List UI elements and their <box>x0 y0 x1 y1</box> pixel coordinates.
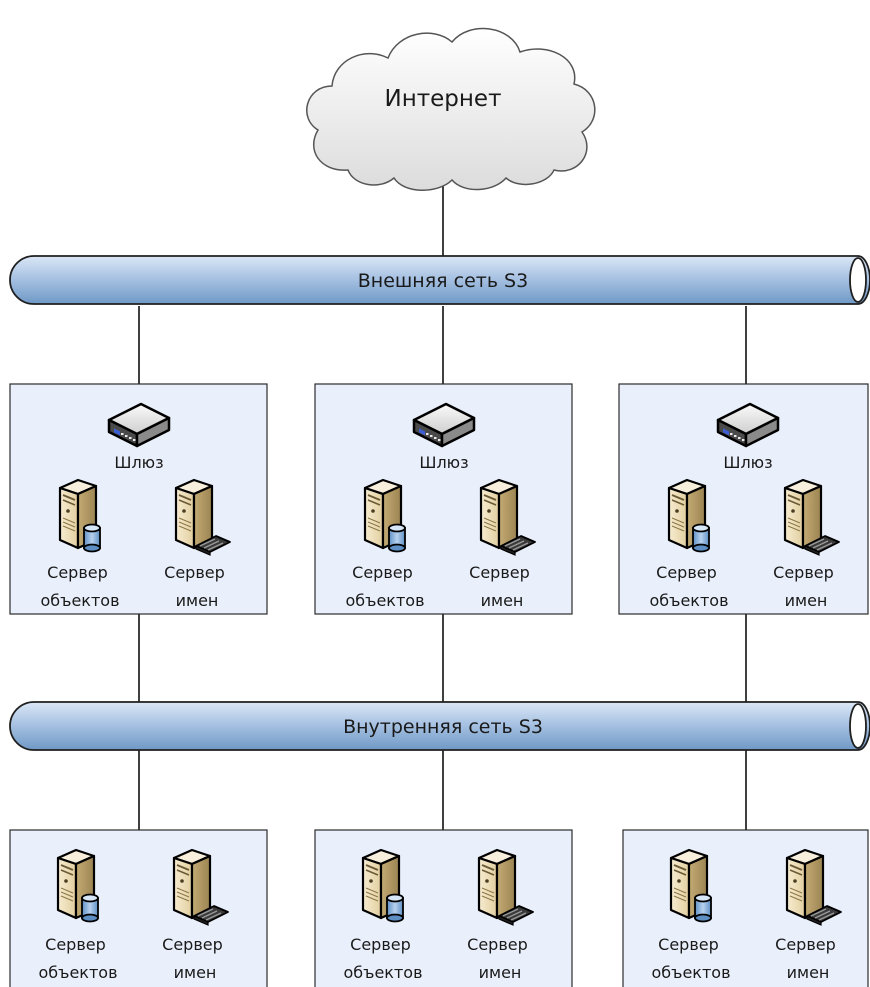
gateway-node: Шлюз Сервер объектов Сервер имен <box>314 383 573 615</box>
object-server-label: Сервер объектов <box>38 935 117 982</box>
object-server-label: Сервер объектов <box>40 563 119 610</box>
object-server-icon <box>58 850 98 922</box>
external-network-bus: Внешняя сеть S3 <box>9 255 870 305</box>
object-server-label: Сервер объектов <box>649 563 728 610</box>
object-server-icon <box>669 480 709 552</box>
internal-network-label: Внутренняя сеть S3 <box>343 716 543 738</box>
name-server-label: Сервер имен <box>773 563 839 610</box>
gateway-node: Шлюз Сервер объектов Сервер имен <box>618 383 869 615</box>
name-server-label: Сервер имен <box>164 563 230 610</box>
internal-network-bus: Внутренняя сеть S3 <box>9 701 870 751</box>
object-server-icon <box>363 850 403 922</box>
gateway-label: Шлюз <box>419 453 468 472</box>
storage-node: Сервер объектов Сервер имен <box>9 829 268 987</box>
name-server-label: Сервер имен <box>162 935 228 982</box>
name-server-label: Сервер имен <box>775 935 841 982</box>
gateway-label: Шлюз <box>723 453 772 472</box>
object-server-label: Сервер объектов <box>651 935 730 982</box>
name-server-label: Сервер имен <box>467 935 533 982</box>
gateway-node: Шлюз Сервер объектов Сервер имен <box>9 383 268 615</box>
object-server-icon <box>365 480 405 552</box>
storage-node: Сервер объектов Сервер имен <box>314 829 573 987</box>
cloud-icon <box>306 27 596 191</box>
object-server-icon <box>671 850 711 922</box>
gateway-label: Шлюз <box>114 453 163 472</box>
storage-node: Сервер объектов Сервер имен <box>622 829 869 987</box>
internet-label: Интернет <box>385 86 502 112</box>
name-server-label: Сервер имен <box>469 563 535 610</box>
object-server-label: Сервер объектов <box>345 563 424 610</box>
object-server-icon <box>60 480 100 552</box>
internet-cloud: Интернет <box>306 27 596 191</box>
object-server-label: Сервер объектов <box>343 935 422 982</box>
external-network-label: Внешняя сеть S3 <box>358 270 528 292</box>
